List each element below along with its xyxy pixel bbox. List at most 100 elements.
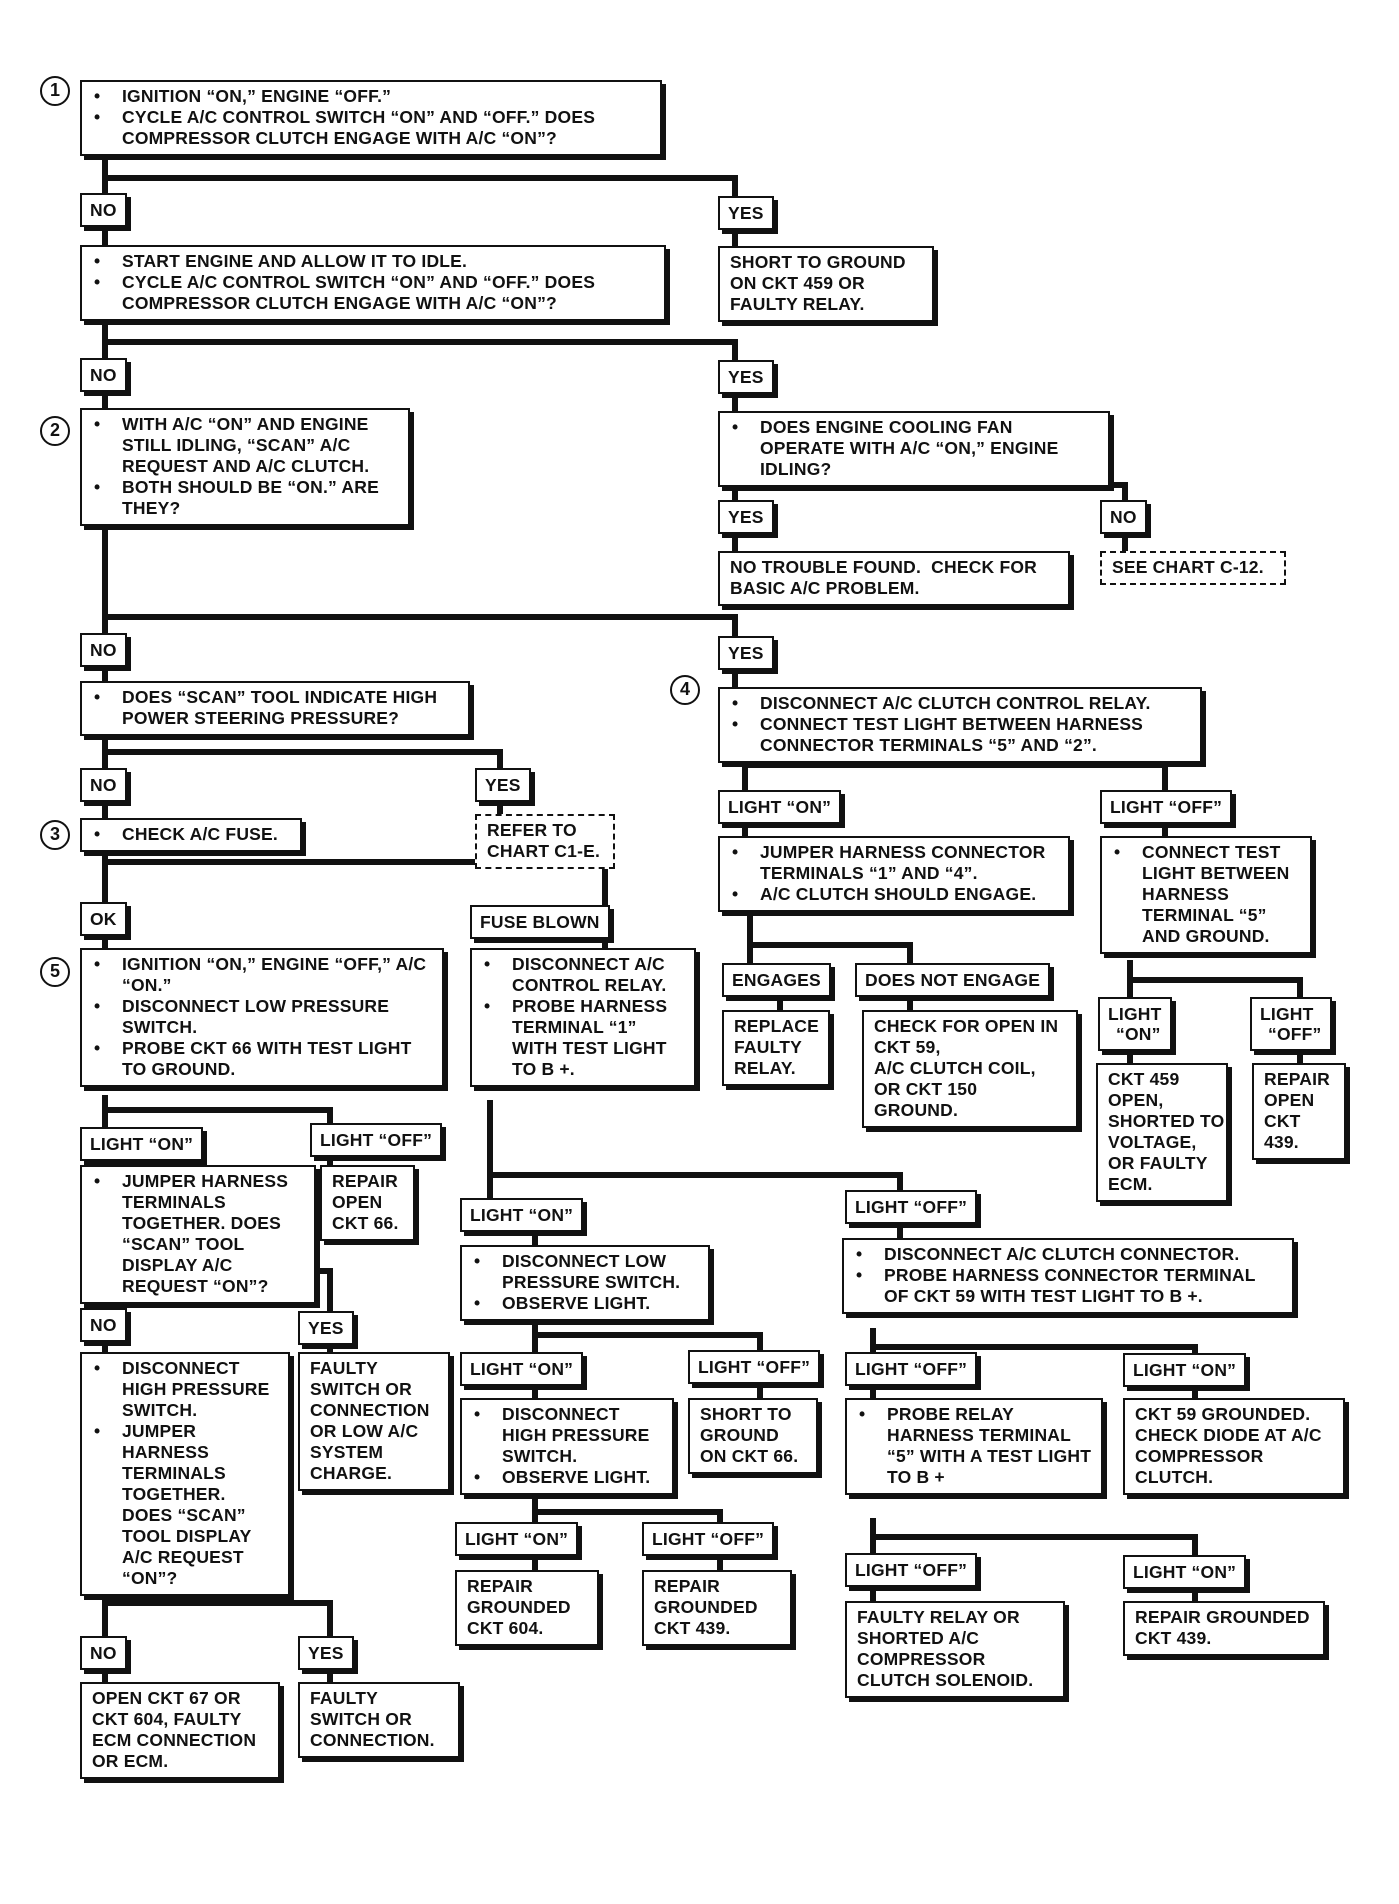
disconnect-high-pressure-switch-2: DISCONNECT HIGH PRESSURE SWITCH. OBSERVE… bbox=[460, 1398, 674, 1495]
box-text: GROUND. bbox=[874, 1100, 959, 1120]
box-text: OBSERVE LIGHT. bbox=[472, 1467, 664, 1488]
box-text: GROUND bbox=[700, 1425, 779, 1445]
wire bbox=[487, 1100, 903, 1190]
box-text: “ON” bbox=[1116, 1024, 1161, 1044]
box-text: RELAY. bbox=[734, 1058, 796, 1078]
label-yes: YES bbox=[718, 500, 774, 534]
jumper-terminals-1-4: JUMPER HARNESS CONNECTOR TERMINALS “1” A… bbox=[718, 836, 1070, 912]
box-text: PROBE RELAY HARNESS TERMINAL “5” WITH A … bbox=[857, 1404, 1093, 1488]
label-light-on: LIGHT “ON” bbox=[1123, 1555, 1247, 1589]
label-light-on: LIGHT “ON” bbox=[1098, 997, 1172, 1051]
check-clutch-engine-idle: START ENGINE AND ALLOW IT TO IDLE. CYCLE… bbox=[80, 245, 666, 321]
box-text: OPEN, bbox=[1108, 1090, 1164, 1110]
step-number-5: 5 bbox=[40, 957, 70, 987]
box-text: OR LOW A/C bbox=[310, 1421, 419, 1441]
label-no: NO bbox=[80, 1308, 127, 1342]
box-text: CKT 604. bbox=[467, 1618, 544, 1638]
box-text: FAULTY RELAY OR bbox=[857, 1607, 1020, 1627]
box-text: LIGHT bbox=[1260, 1004, 1314, 1024]
box-text: SHORT TO GROUND bbox=[730, 252, 906, 272]
box-text: PROBE CKT 66 WITH TEST LIGHT TO GROUND. bbox=[92, 1038, 434, 1080]
box-text: CHECK DIODE AT A/C bbox=[1135, 1425, 1322, 1445]
box-text: JUMPER HARNESS CONNECTOR TERMINALS “1” A… bbox=[730, 842, 1060, 884]
result-repair-grounded-ckt-439: REPAIR GROUNDED CKT 439. bbox=[642, 1570, 792, 1646]
result-open-ckt-67: OPEN CKT 67 OR CKT 604, FAULTY ECM CONNE… bbox=[80, 1682, 280, 1779]
box-text: A/C CLUTCH COIL, bbox=[874, 1058, 1036, 1078]
box-text: SYSTEM bbox=[310, 1442, 384, 1462]
result-short-ckt-459: SHORT TO GROUND ON CKT 459 OR FAULTY REL… bbox=[718, 246, 934, 322]
box-text: OBSERVE LIGHT. bbox=[472, 1293, 700, 1314]
probe-ckt-66: IGNITION “ON,” ENGINE “OFF,” A/C “ON.” D… bbox=[80, 948, 444, 1087]
result-repair-grounded-ckt-439-b: REPAIR GROUNDED CKT 439. bbox=[1123, 1601, 1325, 1656]
label-light-off: LIGHT “OFF” bbox=[845, 1352, 978, 1386]
label-no: NO bbox=[1100, 500, 1147, 534]
box-text: CHECK A/C FUSE. bbox=[92, 824, 292, 845]
box-text: CHART C1-E. bbox=[487, 841, 601, 861]
box-text: CKT 66. bbox=[332, 1213, 399, 1233]
check-ac-fuse: CHECK A/C FUSE. bbox=[80, 818, 302, 852]
label-light-on: LIGHT “ON” bbox=[1123, 1353, 1247, 1387]
box-text: NO TROUBLE FOUND. CHECK FOR bbox=[730, 557, 1037, 577]
box-text: FAULTY bbox=[310, 1358, 378, 1378]
box-text: CKT bbox=[1264, 1111, 1301, 1131]
box-text: DISCONNECT A/C CONTROL RELAY. bbox=[482, 954, 686, 996]
label-light-off: LIGHT “OFF” bbox=[845, 1190, 978, 1224]
result-see-chart-c12: SEE CHART C-12. bbox=[1100, 551, 1286, 585]
box-text: IGNITION “ON,” ENGINE “OFF.” bbox=[92, 86, 652, 107]
disconnect-clutch-control-relay: DISCONNECT A/C CLUTCH CONTROL RELAY. CON… bbox=[718, 687, 1202, 763]
box-text: REPAIR bbox=[1264, 1069, 1331, 1089]
box-text: START ENGINE AND ALLOW IT TO IDLE. bbox=[92, 251, 656, 272]
box-text: OR ECM. bbox=[92, 1751, 169, 1771]
box-text: CYCLE A/C CONTROL SWITCH “ON” AND “OFF.”… bbox=[92, 272, 656, 314]
box-text: GROUNDED bbox=[467, 1597, 571, 1617]
box-text: COMPRESSOR bbox=[1135, 1446, 1264, 1466]
label-yes: YES bbox=[298, 1311, 354, 1345]
box-text: FAULTY RELAY. bbox=[730, 294, 865, 314]
result-repair-open-ckt-439: REPAIR OPEN CKT 439. bbox=[1252, 1063, 1346, 1160]
wire bbox=[750, 942, 913, 963]
label-light-off: LIGHT “OFF” bbox=[310, 1123, 443, 1157]
check-clutch-ignition-on: IGNITION “ON,” ENGINE “OFF.” CYCLE A/C C… bbox=[80, 80, 662, 156]
box-text: CHECK FOR OPEN IN bbox=[874, 1016, 1059, 1036]
box-text: REPAIR bbox=[332, 1171, 399, 1191]
label-light-on: LIGHT “ON” bbox=[460, 1352, 584, 1386]
label-light-off: LIGHT “OFF” bbox=[688, 1350, 821, 1384]
box-text: CKT 439. bbox=[654, 1618, 731, 1638]
label-light-off: LIGHT “OFF” bbox=[1250, 997, 1332, 1051]
box-text: DISCONNECT A/C CLUTCH CONTROL RELAY. bbox=[730, 693, 1192, 714]
box-text: BASIC A/C PROBLEM. bbox=[730, 578, 920, 598]
box-text: CKT 59, bbox=[874, 1037, 941, 1057]
box-text: SEE CHART C-12. bbox=[1112, 557, 1264, 577]
label-no: NO bbox=[80, 1636, 127, 1670]
box-text: CONNECTION bbox=[310, 1400, 430, 1420]
wire bbox=[102, 850, 608, 905]
box-text: 439. bbox=[1264, 1132, 1299, 1152]
label-yes: YES bbox=[298, 1636, 354, 1670]
box-text: REFER TO bbox=[487, 820, 577, 840]
box-text: CONNECT TEST LIGHT BETWEEN HARNESS CONNE… bbox=[730, 714, 1192, 756]
box-text: JUMPER HARNESS TERMINALS TOGETHER. DOES … bbox=[92, 1171, 306, 1297]
box-text: WITH A/C “ON” AND ENGINE STILL IDLING, “… bbox=[92, 414, 400, 477]
label-does-not-engage: DOES NOT ENGAGE bbox=[855, 963, 1051, 997]
box-text: SHORT TO bbox=[700, 1404, 792, 1424]
box-text: PROBE HARNESS TERMINAL “1” WITH TEST LIG… bbox=[482, 996, 686, 1080]
box-text: BOTH SHOULD BE “ON.” ARE THEY? bbox=[92, 477, 400, 519]
box-text: VOLTAGE, bbox=[1108, 1132, 1197, 1152]
box-text: CONNECT TEST LIGHT BETWEEN HARNESS TERMI… bbox=[1112, 842, 1302, 947]
result-short-ckt-66: SHORT TO GROUND ON CKT 66. bbox=[688, 1398, 818, 1474]
label-no: NO bbox=[80, 633, 127, 667]
box-text: OPEN CKT 67 OR bbox=[92, 1688, 241, 1708]
result-ckt-59-grounded: CKT 59 GROUNDED. CHECK DIODE AT A/C COMP… bbox=[1123, 1398, 1345, 1495]
box-text: DISCONNECT HIGH PRESSURE SWITCH. bbox=[92, 1358, 280, 1421]
box-text: REPAIR bbox=[467, 1576, 534, 1596]
jumper-harness-terminals: JUMPER HARNESS TERMINALS TOGETHER. DOES … bbox=[80, 1165, 316, 1304]
check-cooling-fan: DOES ENGINE COOLING FAN OPERATE WITH A/C… bbox=[718, 411, 1110, 487]
wire bbox=[102, 530, 738, 636]
label-ok: OK bbox=[80, 902, 127, 936]
connect-test-light-terminal-5: CONNECT TEST LIGHT BETWEEN HARNESS TERMI… bbox=[1100, 836, 1312, 954]
box-text: CKT 59 GROUNDED. bbox=[1135, 1404, 1311, 1424]
label-light-on: LIGHT “ON” bbox=[460, 1198, 584, 1232]
step-number-2: 2 bbox=[40, 416, 70, 446]
result-no-trouble-found: NO TROUBLE FOUND. CHECK FOR BASIC A/C PR… bbox=[718, 551, 1070, 606]
